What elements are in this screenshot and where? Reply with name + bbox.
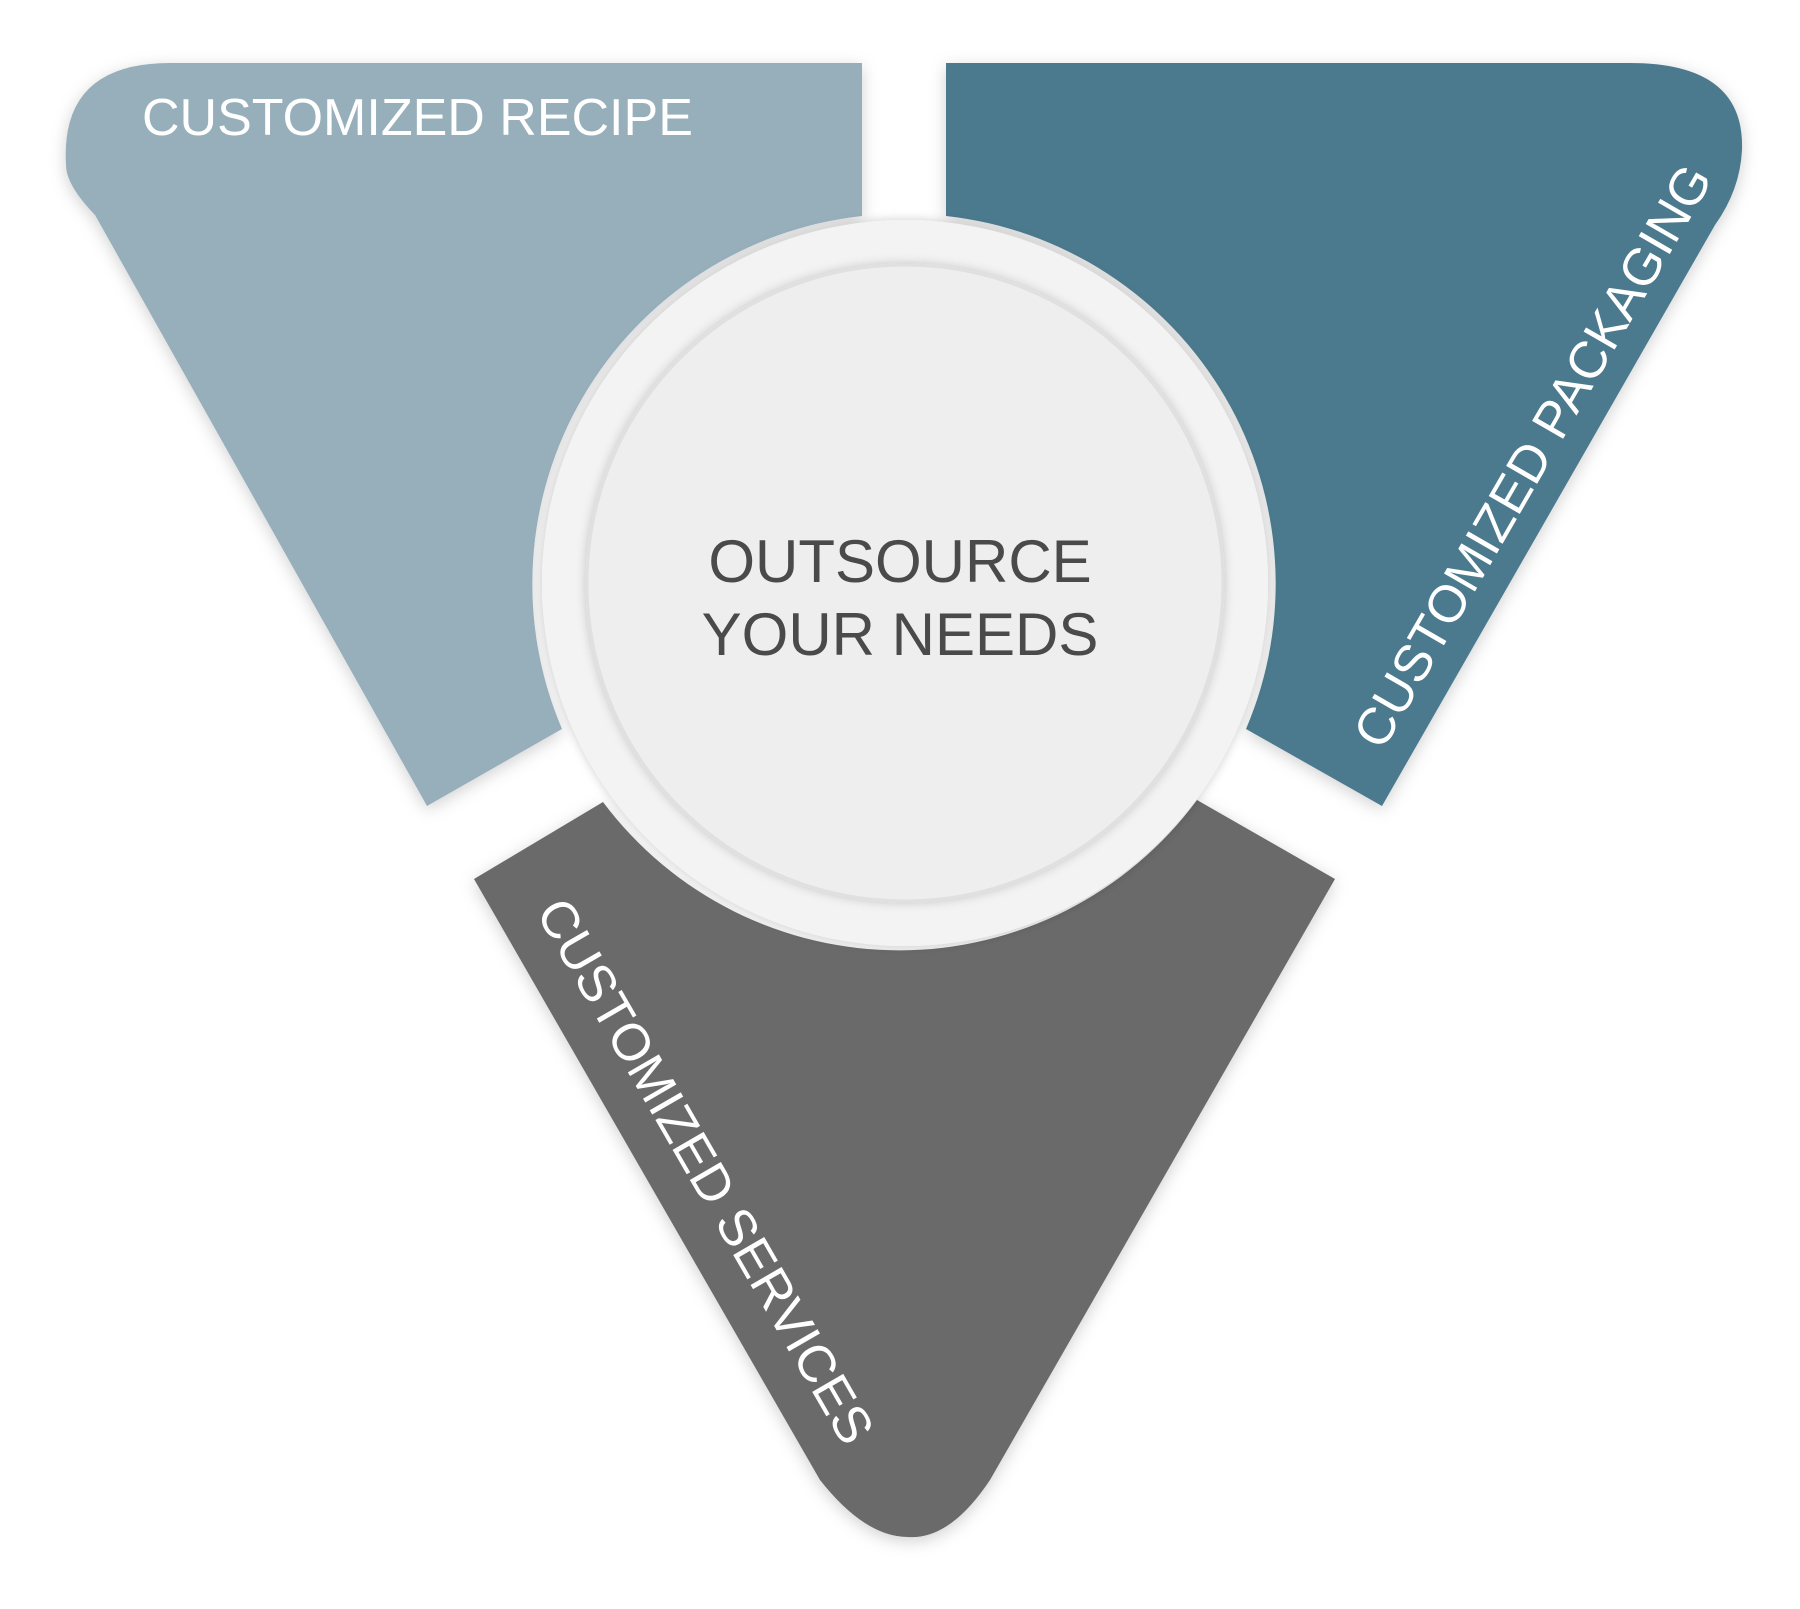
center-title-line1: OUTSOURCE — [708, 528, 1091, 595]
center-title-line2: YOUR NEEDS — [702, 601, 1099, 668]
segment-services[interactable] — [474, 800, 1335, 1538]
segment-packaging[interactable] — [946, 63, 1743, 806]
segment-label-recipe: CUSTOMIZED RECIPE — [142, 89, 693, 147]
center-circle[interactable] — [585, 263, 1225, 903]
segment-recipe[interactable] — [65, 63, 863, 806]
